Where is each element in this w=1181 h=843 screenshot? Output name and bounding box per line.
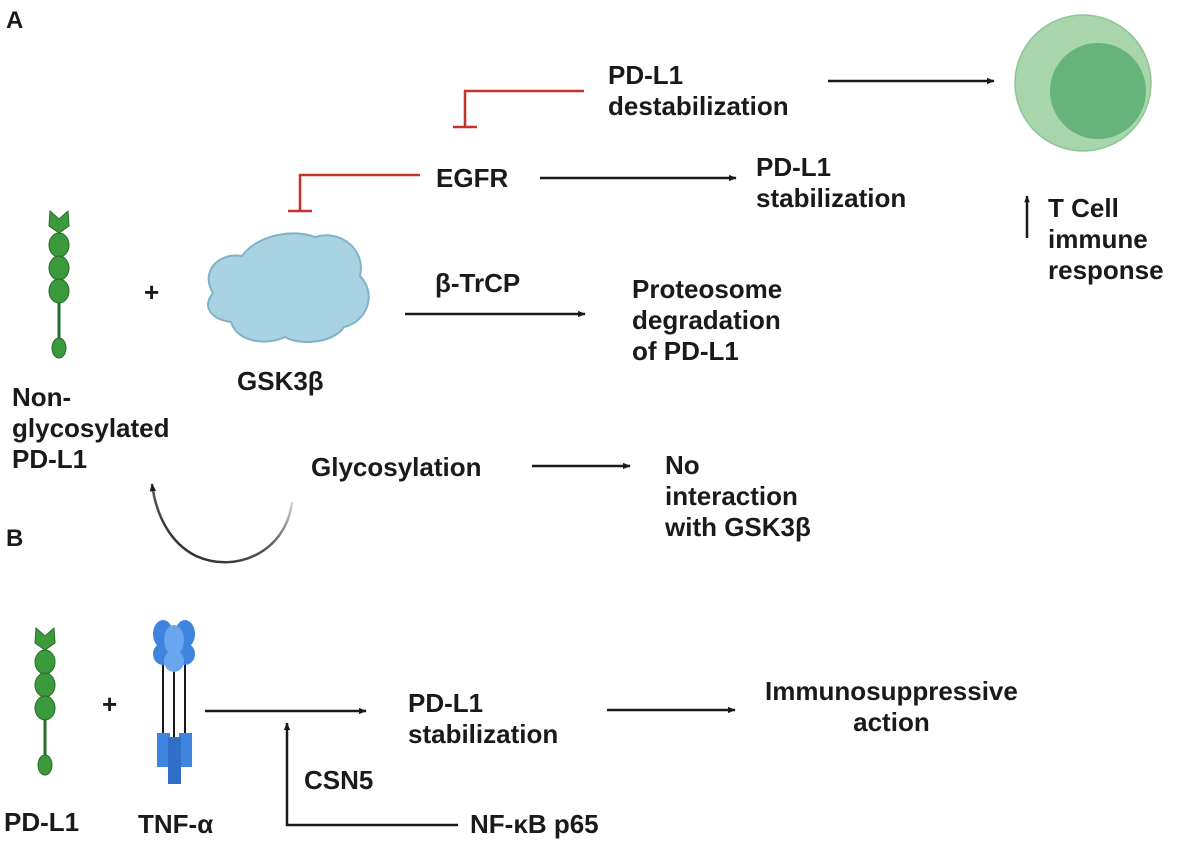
t-cell-response-line-3: response [1048,255,1164,285]
no-interaction-line-1: No [665,450,700,480]
nfkb-p65-label: NF-κB p65 [470,809,599,839]
pdl1-destabilization-line-1: PD-L1 [608,60,684,90]
proteosome-degradation-label: Proteosome degradation of PD-L1 [632,274,782,367]
non-glycosylated-pdl1-label: Non- glycosylated PD-L1 [12,382,170,475]
pdl1-stabilization-b-line-1: PD-L1 [408,688,484,718]
pdl1-icon-panel-b [34,626,56,776]
t-cell-response-label: T Cell immune response [1048,193,1164,286]
proteosome-line-3: of PD-L1 [632,336,739,366]
pdl1-stabilization-label-b: PD-L1 stabilization [408,688,558,750]
pdl1-destabilization-label: PD-L1 destabilization [608,60,789,122]
plus-sign-a: + [144,277,160,307]
gsk3b-label: GSK3β [237,366,324,396]
non-glycosylated-line-1: Non- [12,382,72,412]
inhibition-egfr-to-gsk3b [288,173,420,213]
inhibition-destabilization-to-egfr [453,89,584,129]
curved-arrow-glycosylation-loop [149,483,294,564]
no-interaction-label: No interaction with GSK3β [665,450,811,543]
tnf-alpha-trimer-icon [153,620,195,784]
no-interaction-line-2: interaction [665,481,798,511]
immunosuppressive-line-2: action [853,707,930,737]
pdl1-icon-non-glycosylated [48,209,70,359]
t-cell-response-line-2: immune [1048,224,1148,254]
immunosuppressive-action-label: Immunosuppressive action [765,676,1018,738]
pdl1-label-b: PD-L1 [4,807,80,837]
tnf-alpha-label: TNF-α [138,809,214,839]
non-glycosylated-line-2: glycosylated [12,413,170,443]
t-cell-response-line-1: T Cell [1048,193,1119,223]
no-interaction-line-3: with GSK3β [665,512,811,542]
proteosome-line-1: Proteosome [632,274,783,304]
arrow-nfkb-via-csn5 [283,722,458,827]
pdl1-stabilization-line-1: PD-L1 [756,152,832,182]
pdl1-stabilization-line-2: stabilization [756,183,907,213]
plus-sign-b: + [102,689,118,719]
proteosome-line-2: degradation [632,305,781,335]
pdl1-stabilization-label: PD-L1 stabilization [756,152,906,214]
pdl1-stabilization-b-line-2: stabilization [408,719,559,749]
csn5-label: CSN5 [304,765,374,795]
non-glycosylated-line-3: PD-L1 [12,444,88,474]
t-cell-icon [1014,14,1152,152]
immunosuppressive-line-1: Immunosuppressive [765,676,1018,706]
egfr-label: EGFR [436,163,509,193]
panel-b-label: B [6,525,24,552]
pdl1-destabilization-line-2: destabilization [608,91,789,121]
b-trcp-label: β-TrCP [435,268,521,298]
glycosylation-label: Glycosylation [311,452,482,482]
panel-a-label: A [6,7,24,34]
gsk3b-blob-icon [207,232,370,343]
